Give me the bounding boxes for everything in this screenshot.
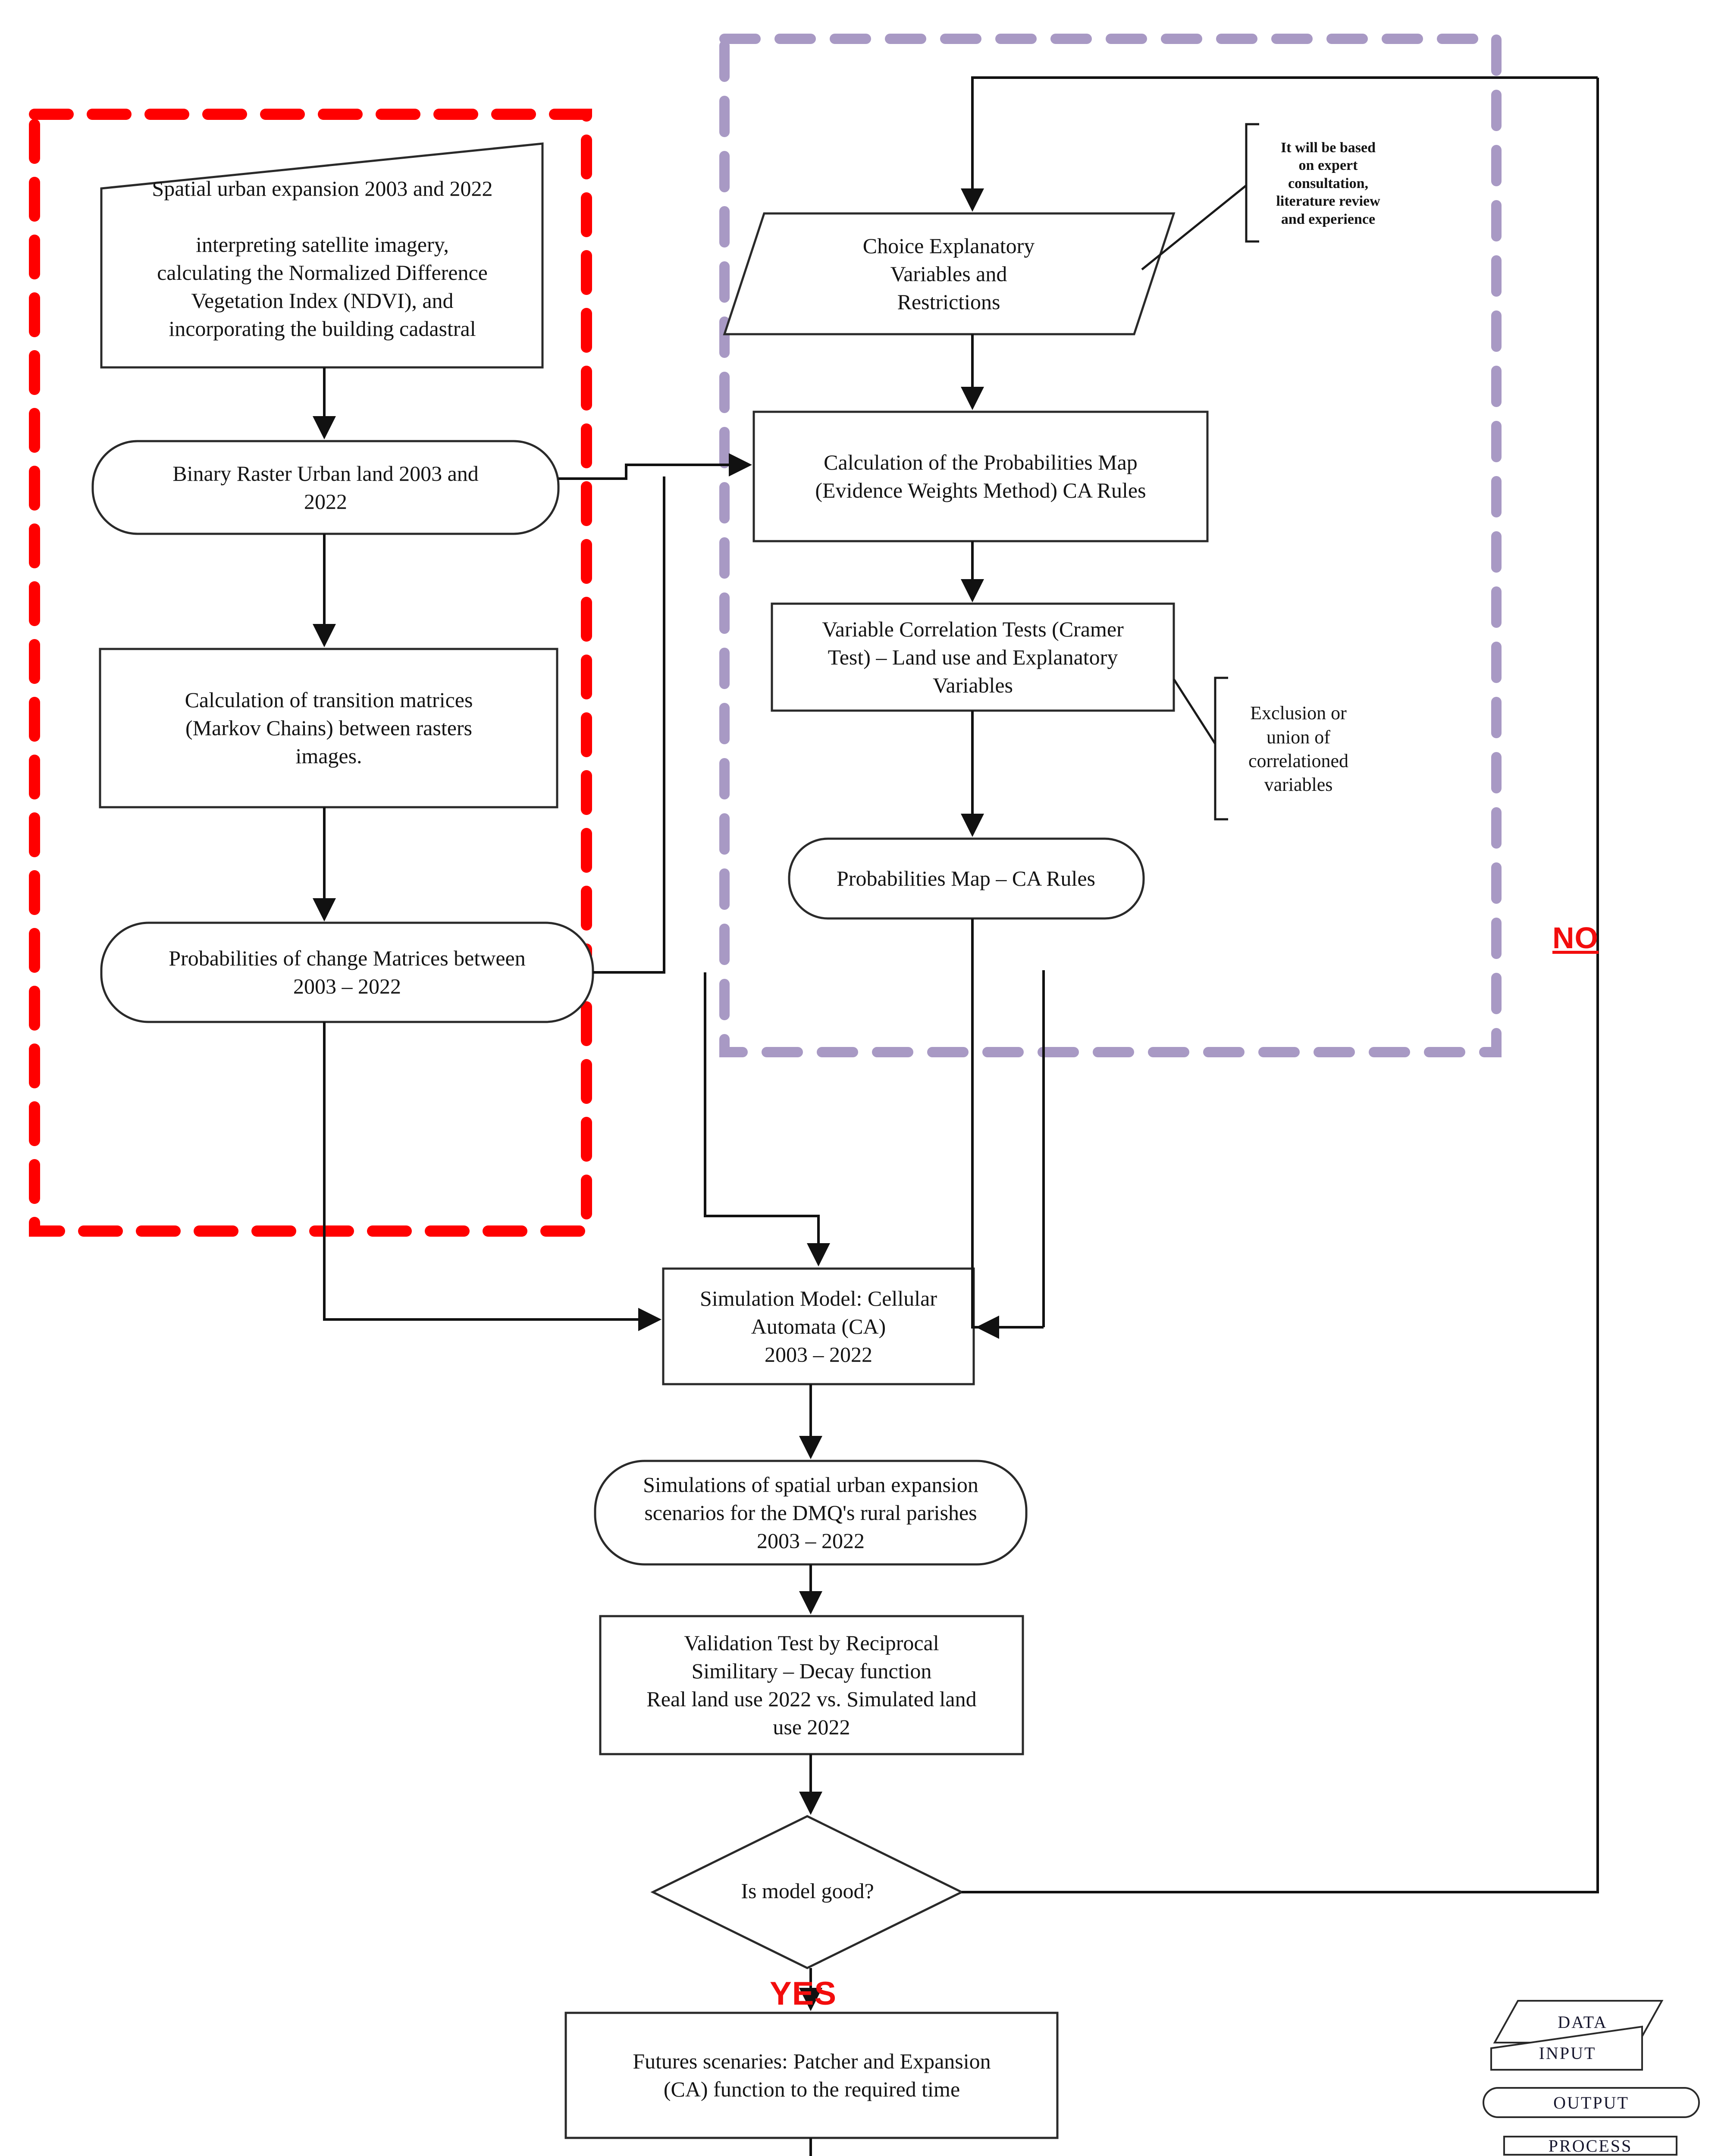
edge-label-yes: YES <box>770 1975 837 2012</box>
node-is-model-good-label: Is model good? <box>741 1878 874 1903</box>
node-variable-correlation-tests[interactable] <box>771 602 1175 712</box>
node-probabilities-change-matrices-label: Probabilities of change Matrices between… <box>169 946 526 998</box>
exclusion-note-label: Exclusion or union of correlationed vari… <box>1248 702 1349 796</box>
expert-note-bracket <box>1245 123 1259 243</box>
node-simulation-model-label: Simulation Model: Cellular Automata (CA)… <box>700 1286 937 1366</box>
node-transition-matrices-label: Calculation of transition matrices (Mark… <box>185 688 473 768</box>
node-choice-explanatory-variables-label: Choice Explanatory Variables and Restric… <box>862 233 1035 314</box>
node-probabilities-map-calc-label: Calculation of the Probabilities Map (Ev… <box>815 450 1146 502</box>
edge-probchange-to-sim <box>593 476 665 974</box>
edge-future-to-output <box>809 2138 812 2156</box>
node-probabilities-map-ca-rules-label: Probabilities Map – CA Rules <box>837 866 1095 890</box>
node-binary-raster-label: Binary Raster Urban land 2003 and 2022 <box>172 461 479 514</box>
node-future-scenarios-label: Futures scenaries: Patcher and Expansion… <box>633 2049 991 2101</box>
node-simulations-scenarios-label: Simulations of spatial urban expansion s… <box>643 1472 978 1553</box>
edge-raster-to-probmap <box>558 453 752 480</box>
node-variable-correlation-tests-label: Variable Correlation Tests (Cramer Test)… <box>822 617 1124 697</box>
edge-raster-left-to-simulation <box>323 1022 661 1331</box>
red-dashed-group <box>29 109 592 1237</box>
expert-note-leader <box>1141 185 1247 270</box>
node-probabilities-map-calc[interactable] <box>752 411 1209 542</box>
node-validation-test-label: Validation Test by Reciprocal Similitary… <box>646 1631 977 1739</box>
edge-mid-to-simulation-top <box>704 972 830 1266</box>
node-probabilities-map-ca-rules[interactable] <box>788 837 1145 920</box>
node-future-scenarios[interactable] <box>564 2012 1059 2139</box>
legend-label-output: OUTPUT <box>1553 2093 1629 2112</box>
exclusion-note-leader <box>1173 678 1216 745</box>
legend-label-data: DATA <box>1558 2012 1608 2032</box>
edge-caRules-to-simulation <box>971 918 980 1329</box>
node-is-model-good[interactable] <box>650 1815 964 1969</box>
node-choice-explanatory-variables[interactable] <box>723 212 1176 335</box>
edge-feedback-to-choice <box>961 76 1598 212</box>
exclusion-note-bracket <box>1214 677 1228 821</box>
edge-decision-no <box>962 78 1599 1893</box>
node-data-spatial-expansion[interactable] <box>100 142 544 369</box>
legend-shape-input <box>1490 2025 1643 2071</box>
edge-label-no: NO <box>1552 921 1599 955</box>
legend-shape-output <box>1483 2087 1700 2118</box>
purple-dashed-group <box>719 34 1502 1057</box>
node-data-spatial-expansion-label: Spatial urban expansion 2003 and 2022 in… <box>152 176 493 341</box>
node-simulation-model[interactable] <box>662 1267 975 1385</box>
node-validation-test[interactable] <box>599 1615 1024 1755</box>
legend-shape-process <box>1503 2136 1677 2156</box>
node-transition-matrices[interactable] <box>99 648 558 808</box>
legend-label-input: INPUT <box>1539 2043 1596 2063</box>
legend-label-process: PROCESS <box>1548 2136 1633 2156</box>
expert-note-label: It will be based on expert consultation,… <box>1276 139 1380 227</box>
